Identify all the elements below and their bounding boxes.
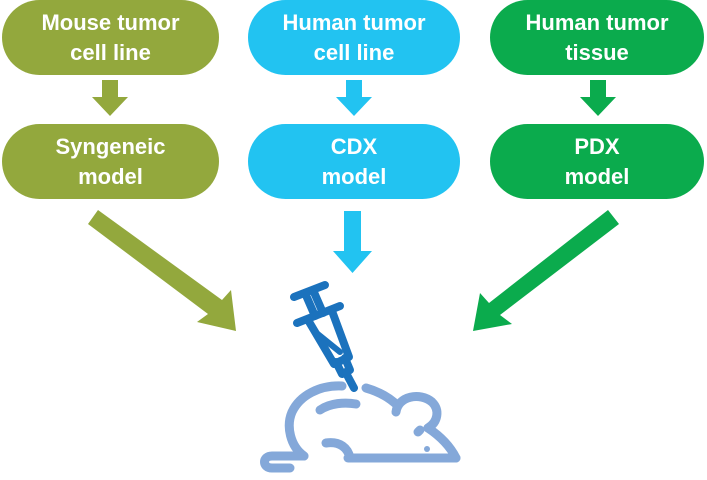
- mouse-icon: [260, 381, 461, 473]
- node-label-line1: Mouse tumor: [41, 9, 180, 35]
- node-label-line1: Syngeneic: [55, 133, 166, 159]
- syringe-icon: [290, 281, 358, 392]
- node-label-line1: Human tumor: [525, 9, 669, 35]
- human-tumor-tissue-node: Human tumor tissue: [490, 0, 704, 75]
- node-label-line2: model: [564, 163, 630, 189]
- mouse-tumor-cell-line-node: Mouse tumor cell line: [2, 0, 219, 75]
- arrow-down-cdx: [336, 80, 372, 116]
- arrow-down-pdx: [580, 80, 616, 116]
- node-label-line2: cell line: [70, 39, 151, 65]
- arrow-diagonal-right: [473, 210, 619, 331]
- cdx-model-node: CDX model: [248, 124, 460, 199]
- node-label-line1: CDX: [330, 133, 378, 159]
- node-label-line1: PDX: [574, 133, 620, 159]
- arrow-down-mouse: [92, 80, 128, 116]
- node-label-line2: model: [78, 163, 143, 189]
- syngeneic-model-node: Syngeneic model: [2, 124, 219, 199]
- arrow-down-center: [333, 211, 372, 273]
- human-tumor-cell-line-node: Human tumor cell line: [248, 0, 460, 75]
- pdx-model-node: PDX model: [490, 124, 704, 199]
- arrow-diagonal-left: [88, 210, 236, 331]
- node-label-line2: tissue: [565, 39, 629, 65]
- node-label-line2: cell line: [313, 39, 395, 65]
- node-label-line1: Human tumor: [282, 9, 426, 35]
- node-label-line2: model: [321, 163, 387, 189]
